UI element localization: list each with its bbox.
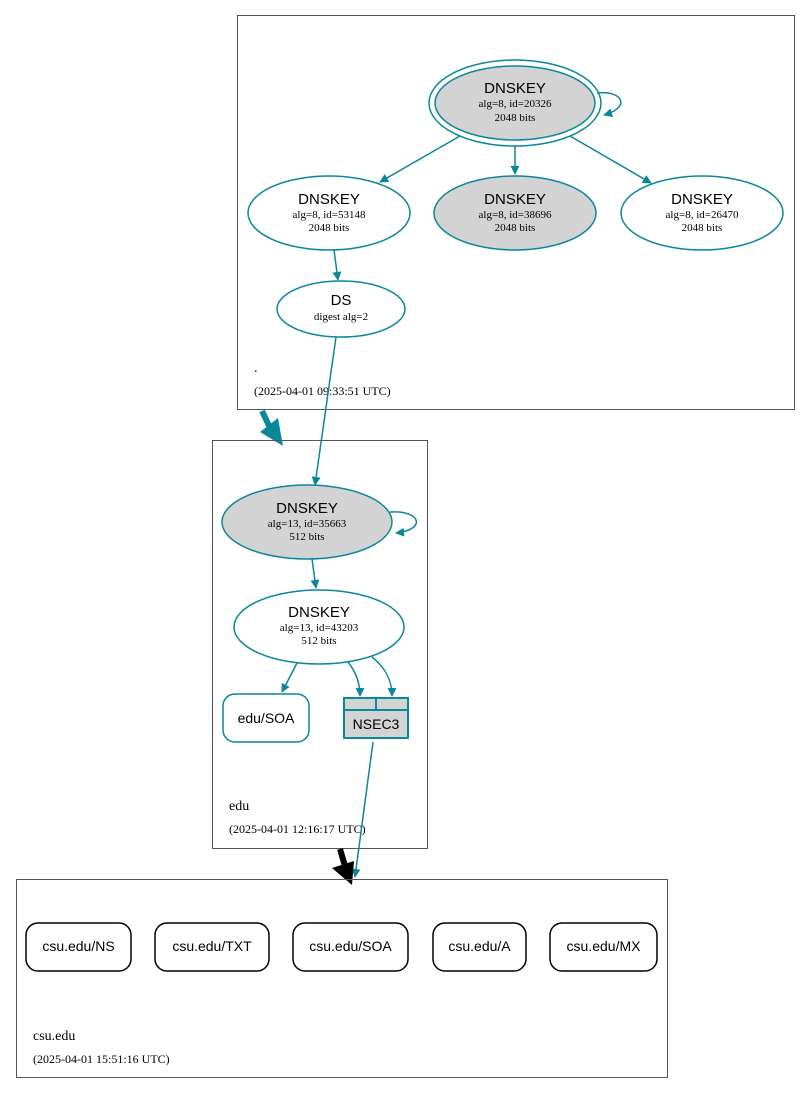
root-zsk-38696-id: alg=8, id=38696 xyxy=(479,209,552,221)
edu-zsk-id: alg=13, id=43203 xyxy=(280,622,359,634)
zone-csu-name: csu.edu xyxy=(33,1029,75,1044)
edu-zsk-node: DNSKEY alg=13, id=43203 512 bits xyxy=(233,589,405,665)
root-ds-title: DS xyxy=(331,292,352,309)
edu-soa-node: edu/SOA xyxy=(222,693,310,743)
edu-ksk-node: DNSKEY alg=13, id=35663 512 bits xyxy=(221,484,393,560)
csu-soa-label: csu.edu/SOA xyxy=(309,938,392,954)
csu-a-node: csu.edu/A xyxy=(432,922,527,972)
csu-ns-node: csu.edu/NS xyxy=(25,922,132,972)
csu-mx-node: csu.edu/MX xyxy=(549,922,658,972)
root-ksk-self-edge xyxy=(596,91,622,118)
csu-txt-node: csu.edu/TXT xyxy=(154,922,270,972)
edu-zsk-title: DNSKEY xyxy=(288,604,350,621)
edge-edu-zsk-to-nsec3-a xyxy=(347,661,365,697)
edu-ksk-bits: 512 bits xyxy=(289,531,324,543)
csu-mx-label: csu.edu/MX xyxy=(567,938,642,954)
edge-ds-to-edu-ksk xyxy=(311,336,337,486)
edu-zsk-bits: 512 bits xyxy=(301,635,336,647)
edu-soa-label: edu/SOA xyxy=(238,710,295,726)
delegation-root-to-edu xyxy=(259,409,283,446)
edge-edu-zsk-to-soa xyxy=(281,662,298,693)
edu-nsec3-node: NSEC3 xyxy=(343,697,409,739)
root-zsk-26470-node: DNSKEY alg=8, id=26470 2048 bits xyxy=(620,175,784,251)
csu-a-label: csu.edu/A xyxy=(448,938,511,954)
zone-root-box xyxy=(237,15,795,410)
edu-ksk-title: DNSKEY xyxy=(276,500,338,517)
edu-nsec3-label: NSEC3 xyxy=(353,716,400,732)
root-ksk-id: alg=8, id=20326 xyxy=(479,98,552,110)
zone-edu-box xyxy=(212,440,428,849)
root-zsk-53148-id: alg=8, id=53148 xyxy=(293,209,366,221)
csu-soa-node: csu.edu/SOA xyxy=(292,922,409,972)
edge-root-zsk-to-ds xyxy=(332,249,342,281)
edge-edu-ksk-to-zsk xyxy=(310,558,320,589)
root-ds-digest: digest alg=2 xyxy=(314,311,368,323)
root-zsk-53148-bits: 2048 bits xyxy=(309,222,350,234)
edu-ksk-self-edge xyxy=(389,511,417,537)
edge-nsec3-to-csu xyxy=(351,741,374,878)
edge-root-ksk-to-zsk-26470 xyxy=(569,135,652,184)
root-ksk-node: DNSKEY alg=8, id=20326 2048 bits xyxy=(428,59,602,147)
edu-ksk-id: alg=13, id=35663 xyxy=(268,518,347,530)
root-ksk-bits: 2048 bits xyxy=(495,112,536,124)
root-zsk-38696-bits: 2048 bits xyxy=(495,222,536,234)
zone-edu-name: edu xyxy=(229,799,249,814)
edge-root-ksk-to-zsk-53148 xyxy=(379,135,461,183)
root-zsk-53148-node: DNSKEY alg=8, id=53148 2048 bits xyxy=(247,175,411,251)
root-zsk-26470-title: DNSKEY xyxy=(671,191,733,208)
zone-csu-timestamp: (2025-04-01 15:51:16 UTC) xyxy=(33,1052,170,1066)
edge-edu-zsk-to-nsec3-b xyxy=(371,656,397,697)
root-zsk-26470-id: alg=8, id=26470 xyxy=(666,209,739,221)
root-zsk-53148-title: DNSKEY xyxy=(298,191,360,208)
csu-txt-label: csu.edu/TXT xyxy=(172,938,252,954)
root-zsk-38696-title: DNSKEY xyxy=(484,191,546,208)
csu-ns-label: csu.edu/NS xyxy=(42,938,114,954)
root-zsk-26470-bits: 2048 bits xyxy=(682,222,723,234)
zone-csu-box xyxy=(16,879,668,1078)
root-ksk-title: DNSKEY xyxy=(484,80,546,97)
zone-root-timestamp: (2025-04-01 09:33:51 UTC) xyxy=(254,384,391,398)
zone-root-name: . xyxy=(254,361,258,376)
zone-edu-timestamp: (2025-04-01 12:16:17 UTC) xyxy=(229,822,366,836)
root-zsk-38696-node: DNSKEY alg=8, id=38696 2048 bits xyxy=(433,175,597,251)
root-ds-node: DS digest alg=2 xyxy=(276,280,406,338)
